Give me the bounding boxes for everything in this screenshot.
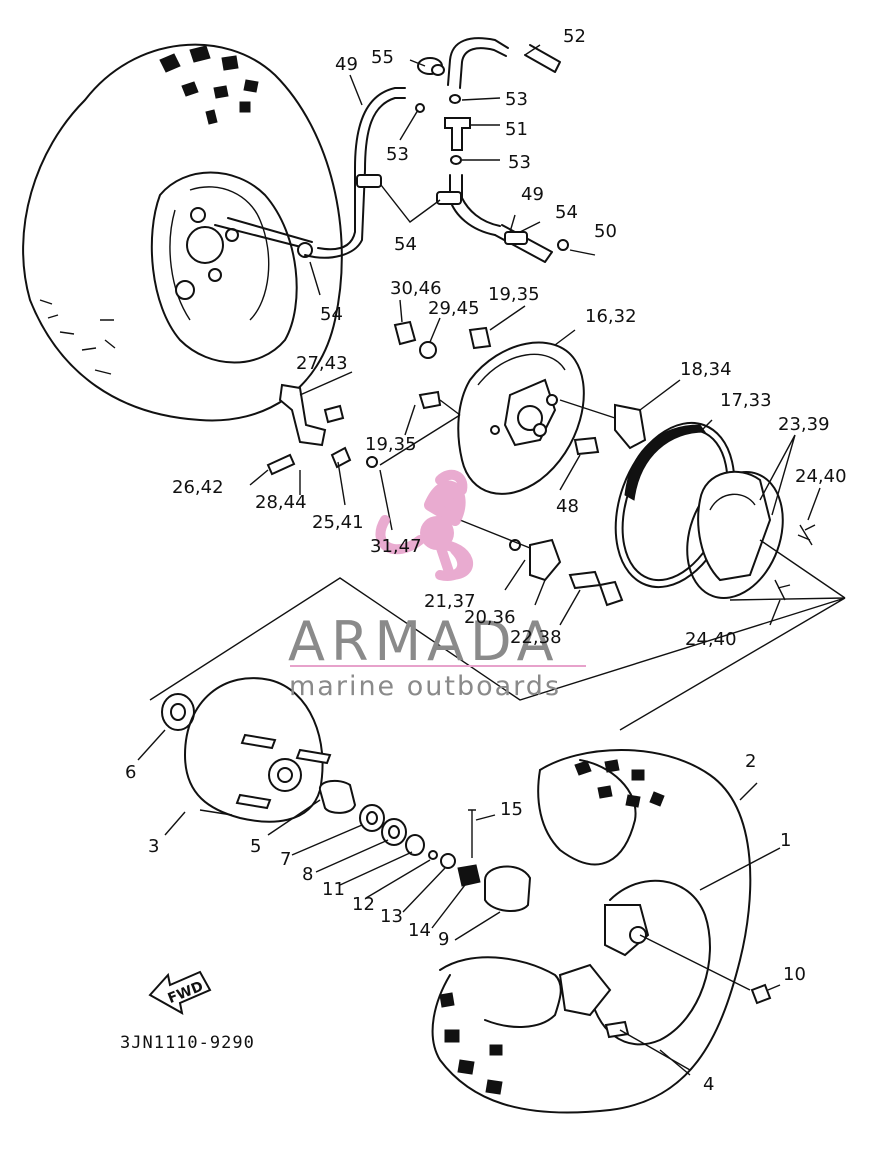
- callout-23-39: 23,39: [778, 414, 830, 435]
- breather-hose-assembly: [304, 37, 569, 263]
- callout-30-46: 30,46: [390, 278, 442, 299]
- callout-8: 8: [302, 864, 313, 885]
- callout-54-right: 54: [320, 304, 343, 325]
- callout-4: 4: [703, 1074, 714, 1095]
- watermark-brand: ARMADA: [288, 610, 560, 673]
- propeller-logo-icon: [375, 469, 474, 581]
- callout-22-38: 22,38: [510, 627, 562, 648]
- callout-16-32: 16,32: [585, 306, 637, 327]
- callout-51: 51: [505, 119, 528, 140]
- callout-2: 2: [745, 751, 756, 772]
- callout-labels: 1 2 3 4 5 6 7 8 11 12 13 14 9 10 15 16,3…: [120, 26, 847, 1095]
- callout-25-41: 25,41: [312, 512, 364, 533]
- callout-19-35-mid: 19,35: [365, 434, 417, 455]
- callout-3: 3: [148, 836, 159, 857]
- left-tire-assembly: [22, 43, 343, 422]
- callout-27-43: 27,43: [296, 353, 348, 374]
- callout-54-left: 54: [394, 234, 417, 255]
- watermark-tagline: marine outboards: [289, 671, 561, 702]
- diagram-code: 3JN1110-9290: [120, 1033, 255, 1053]
- callout-28-44: 28,44: [255, 492, 307, 513]
- callout-13: 13: [380, 906, 403, 927]
- callout-17-33: 17,33: [720, 390, 772, 411]
- callout-55: 55: [371, 47, 394, 68]
- callout-20-36: 20,36: [464, 607, 516, 628]
- callout-1: 1: [780, 830, 791, 851]
- brake-plate-assembly: [266, 320, 647, 531]
- callout-52: 52: [563, 26, 586, 47]
- callout-31-47: 31,47: [370, 536, 422, 557]
- callout-54-mid: 54: [555, 202, 578, 223]
- callout-6: 6: [125, 762, 136, 783]
- callout-11: 11: [322, 879, 345, 900]
- hub-assembly: [149, 577, 846, 912]
- callout-48: 48: [556, 496, 579, 517]
- callout-26-42: 26,42: [172, 477, 224, 498]
- right-tire-assembly: [431, 749, 772, 1114]
- callout-12: 12: [352, 894, 375, 915]
- callout-19-35-top: 19,35: [488, 284, 540, 305]
- callout-7: 7: [280, 849, 291, 870]
- callout-24-40-right: 24,40: [795, 466, 847, 487]
- callout-29-45: 29,45: [428, 298, 480, 319]
- callout-50: 50: [594, 221, 617, 242]
- callout-24-40-bottom: 24,40: [685, 629, 737, 650]
- leader-lines: [137, 44, 821, 1076]
- fwd-arrow-icon: FWD: [148, 970, 212, 1015]
- callout-15: 15: [500, 799, 523, 820]
- callout-53-b: 53: [386, 144, 409, 165]
- callout-53-a: 53: [505, 89, 528, 110]
- callout-14: 14: [408, 920, 431, 941]
- brake-drum-assembly: [459, 421, 846, 607]
- callout-21-37: 21,37: [424, 591, 476, 612]
- callout-53-c: 53: [508, 152, 531, 173]
- callout-49-top: 49: [335, 54, 358, 75]
- callout-9: 9: [438, 929, 449, 950]
- callout-49-right: 49: [521, 184, 544, 205]
- callout-10: 10: [783, 964, 806, 985]
- armada-watermark: ARMADA marine outboards: [288, 469, 586, 702]
- callout-18-34: 18,34: [680, 359, 732, 380]
- callout-5: 5: [250, 836, 261, 857]
